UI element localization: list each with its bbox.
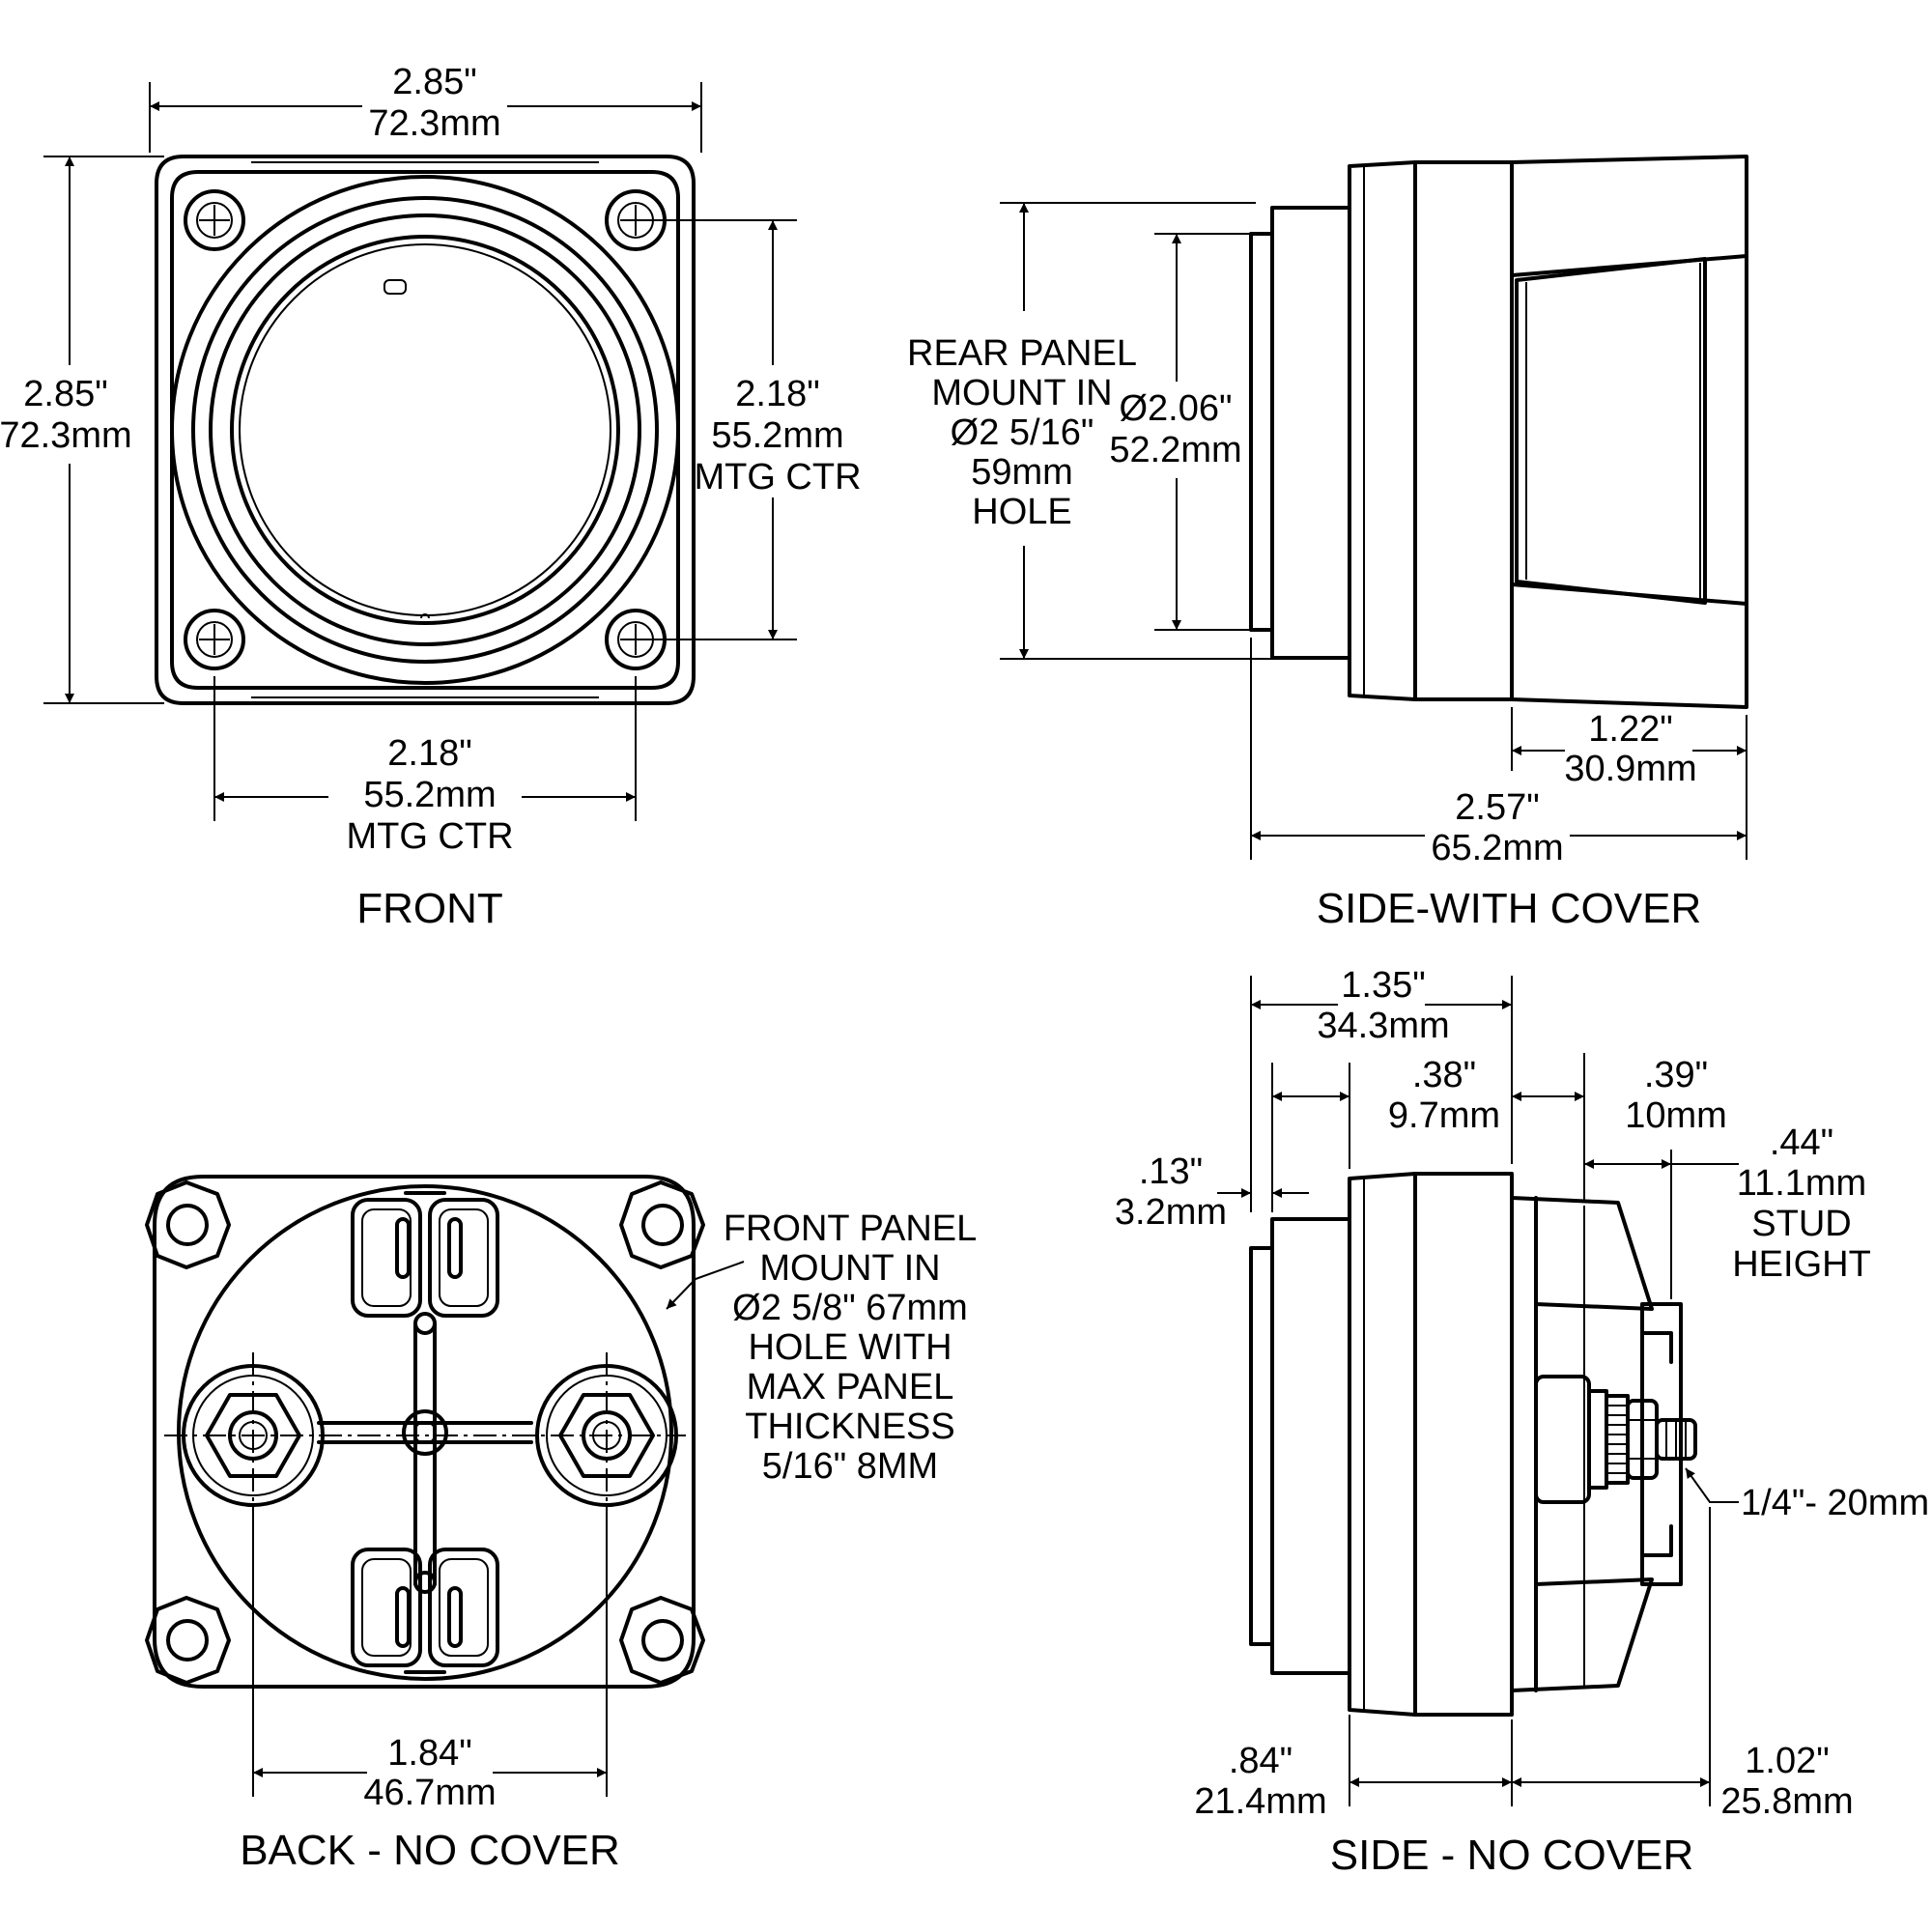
back-top-clips [351, 1191, 499, 1318]
back-title: BACK - NO COVER [240, 1827, 620, 1874]
stud-height-line-2: 11.1mm [1737, 1163, 1866, 1204]
front-width-in: 2.85" [392, 62, 476, 102]
front-mounting-holes [184, 189, 667, 670]
front-knob-face [230, 235, 620, 625]
front-mtg-v-mm: 55.2mm [711, 415, 843, 456]
front-view: 2.85" 72.3mm 2.85" 72.3mm 2.18" 55.2mm M… [0, 62, 862, 932]
nc-d3-mm: 10mm [1625, 1095, 1727, 1136]
nc-d4-mm: 3.2mm [1115, 1192, 1227, 1233]
front-mount-line-4: HOLE WITH [748, 1327, 952, 1368]
thread-size: 1/4"- 20mm [1741, 1483, 1929, 1523]
nc-d1-in: 1.35" [1341, 965, 1425, 1006]
side-dia-mm: 52.2mm [1109, 430, 1241, 470]
back-body-outline [153, 1175, 696, 1689]
nc-d2-mm: 9.7mm [1388, 1095, 1500, 1136]
front-mtg-v-in: 2.18" [735, 374, 819, 414]
rear-mount-line-3: Ø2 5/16" [951, 412, 1094, 453]
side-body [1413, 160, 1514, 701]
back-bottom-clips [351, 1548, 499, 1674]
back-center-boss [402, 1409, 448, 1456]
nc-d5-mm: 21.4mm [1194, 1781, 1326, 1822]
cover-len-in: 1.22" [1588, 709, 1672, 750]
rear-mount-line-5: HOLE [972, 492, 1071, 532]
rear-mount-line-4: 59mm [971, 452, 1073, 493]
front-mount-line-2: MOUNT IN [759, 1248, 940, 1289]
nc-d1-mm: 34.3mm [1317, 1006, 1449, 1046]
back-corner-nuts [145, 1180, 705, 1685]
nc-upper-arm [1510, 1196, 1654, 1311]
stud-height-line-1: .44" [1770, 1122, 1833, 1163]
nc-stud-base [1534, 1375, 1591, 1504]
front-bezel-ring [170, 175, 680, 685]
front-body-outline [155, 155, 696, 705]
side-bezel [1348, 160, 1417, 701]
stud-height-line-4: HEIGHT [1732, 1244, 1871, 1285]
front-mtg-h-mm: 55.2mm [363, 775, 496, 815]
nc-stud-washer [1605, 1394, 1630, 1485]
nc-body [1413, 1172, 1514, 1717]
nc-bezel [1348, 1172, 1417, 1717]
nc-mount-flange [1270, 1217, 1351, 1675]
front-mtg-h-note: MTG CTR [346, 816, 513, 857]
side-cover-window [1515, 257, 1707, 605]
cover-len-mm: 30.9mm [1564, 749, 1696, 789]
nc-d3-in: .39" [1644, 1055, 1708, 1095]
rear-mount-line-1: REAR PANEL [907, 333, 1137, 374]
nc-stud-block [1640, 1302, 1683, 1586]
back-panel-circle [177, 1184, 673, 1681]
nc-d6-mm: 25.8mm [1720, 1781, 1853, 1822]
side-mount-flange [1270, 206, 1351, 660]
rear-mount-line-2: MOUNT IN [931, 373, 1112, 413]
front-title: FRONT [356, 885, 503, 932]
total-len-in: 2.57" [1455, 787, 1539, 828]
side-dia-in: Ø2.06" [1119, 388, 1232, 429]
nc-d5-in: .84" [1229, 1741, 1293, 1781]
front-mount-line-1: FRONT PANEL [724, 1208, 978, 1249]
side-no-cover-view: 1/4"- 20mm 1.35" 34.3mm .38" 9.7mm .39" … [1115, 965, 1929, 1879]
nc-d6-in: 1.02" [1745, 1741, 1829, 1781]
total-len-mm: 65.2mm [1431, 828, 1563, 868]
nc-rear-boss [1249, 1246, 1274, 1646]
stud-height-line-3: STUD [1751, 1204, 1851, 1244]
nc-lower-arm [1510, 1577, 1654, 1692]
side-cover [1510, 155, 1748, 709]
front-width-mm: 72.3mm [368, 103, 500, 144]
front-mount-line-3: Ø2 5/8" 67mm [732, 1288, 968, 1328]
nc-d4-in: .13" [1139, 1151, 1203, 1192]
front-height-mm: 72.3mm [0, 415, 132, 456]
side-with-cover-view: REAR PANEL MOUNT IN Ø2 5/16" 59mm HOLE Ø… [907, 155, 1748, 932]
stud-spacing-in: 1.84" [387, 1733, 471, 1774]
side-cover-title: SIDE-WITH COVER [1317, 885, 1701, 932]
front-mount-line-6: THICKNESS [745, 1406, 954, 1447]
back-cross-rib [317, 1321, 533, 1586]
front-mtg-h-in: 2.18" [387, 733, 471, 774]
back-view: FRONT PANEL MOUNT IN Ø2 5/8" 67mm HOLE W… [145, 1175, 978, 1874]
front-height-in: 2.85" [23, 374, 107, 414]
front-mount-line-5: MAX PANEL [747, 1367, 954, 1407]
side-nocover-title: SIDE - NO COVER [1330, 1832, 1694, 1879]
side-rear-boss [1249, 232, 1274, 632]
front-mtg-v-note: MTG CTR [694, 457, 861, 497]
stud-spacing-mm: 46.7mm [363, 1773, 496, 1813]
nc-d2-in: .38" [1412, 1055, 1476, 1095]
front-mount-line-7: 5/16" 8MM [762, 1446, 938, 1487]
front-indicator-icon [384, 279, 407, 295]
